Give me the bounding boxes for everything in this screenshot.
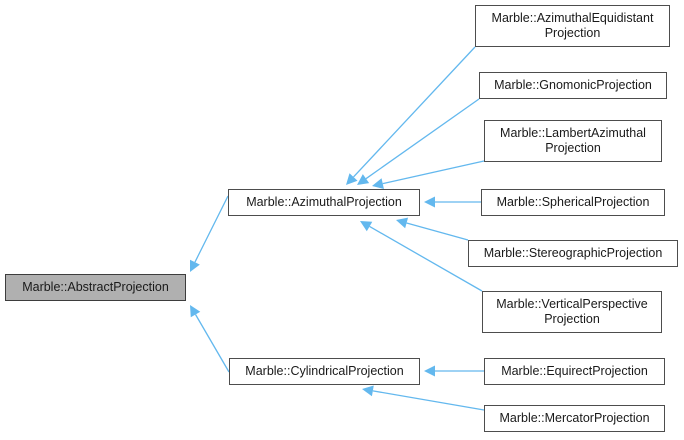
inheritance-arrow-azimuthal-to-abstract <box>190 195 229 272</box>
class-node-label: Marble::GnomonicProjection <box>494 78 652 92</box>
inheritance-arrow-cylindrical-to-abstract <box>190 305 230 373</box>
class-node-label: Marble::MercatorProjection <box>499 411 650 425</box>
class-node-spherical[interactable]: Marble::SphericalProjection <box>481 189 665 216</box>
class-node-vertical-perspective[interactable]: Marble::VerticalPerspective Projection <box>482 291 662 333</box>
class-node-azimuthal[interactable]: Marble::AzimuthalProjection <box>228 189 420 216</box>
class-node-mercator[interactable]: Marble::MercatorProjection <box>484 405 665 432</box>
class-node-stereographic[interactable]: Marble::StereographicProjection <box>468 240 678 267</box>
class-node-lambert-azimuthal[interactable]: Marble::LambertAzimuthal Projection <box>484 120 662 162</box>
class-node-label: Marble::AbstractProjection <box>22 280 169 294</box>
inheritance-arrow-lambert-azimuthal-to-azimuthal <box>372 160 485 189</box>
class-node-gnomonic[interactable]: Marble::GnomonicProjection <box>479 72 667 99</box>
class-node-label: Marble::VerticalPerspective Projection <box>496 297 648 326</box>
inheritance-arrow-stereographic-to-azimuthal <box>396 217 469 241</box>
class-node-label: Marble::CylindricalProjection <box>245 364 404 378</box>
class-node-label: Marble::AzimuthalProjection <box>246 195 402 209</box>
class-node-label: Marble::EquirectProjection <box>501 364 648 378</box>
inheritance-arrow-mercator-to-cylindrical <box>362 385 485 411</box>
class-node-label: Marble::AzimuthalEquidistant Projection <box>491 11 654 40</box>
class-node-label: Marble::SphericalProjection <box>496 195 650 209</box>
class-node-abstract[interactable]: Marble::AbstractProjection <box>5 274 186 301</box>
inheritance-arrow-spherical-to-azimuthal <box>424 196 481 208</box>
class-node-label: Marble::StereographicProjection <box>483 246 663 260</box>
inheritance-arrow-equirect-to-cylindrical <box>424 365 484 377</box>
class-node-cylindrical[interactable]: Marble::CylindricalProjection <box>229 358 420 385</box>
inheritance-arrow-gnomonic-to-azimuthal <box>357 98 480 185</box>
inheritance-arrow-azimuthal-equidistant-to-azimuthal <box>346 46 476 185</box>
class-node-equirect[interactable]: Marble::EquirectProjection <box>484 358 665 385</box>
class-node-label: Marble::LambertAzimuthal Projection <box>500 126 646 155</box>
class-node-azimuthal-equidistant[interactable]: Marble::AzimuthalEquidistant Projection <box>475 5 670 47</box>
inheritance-arrow-vertical-perspective-to-azimuthal <box>360 221 483 292</box>
